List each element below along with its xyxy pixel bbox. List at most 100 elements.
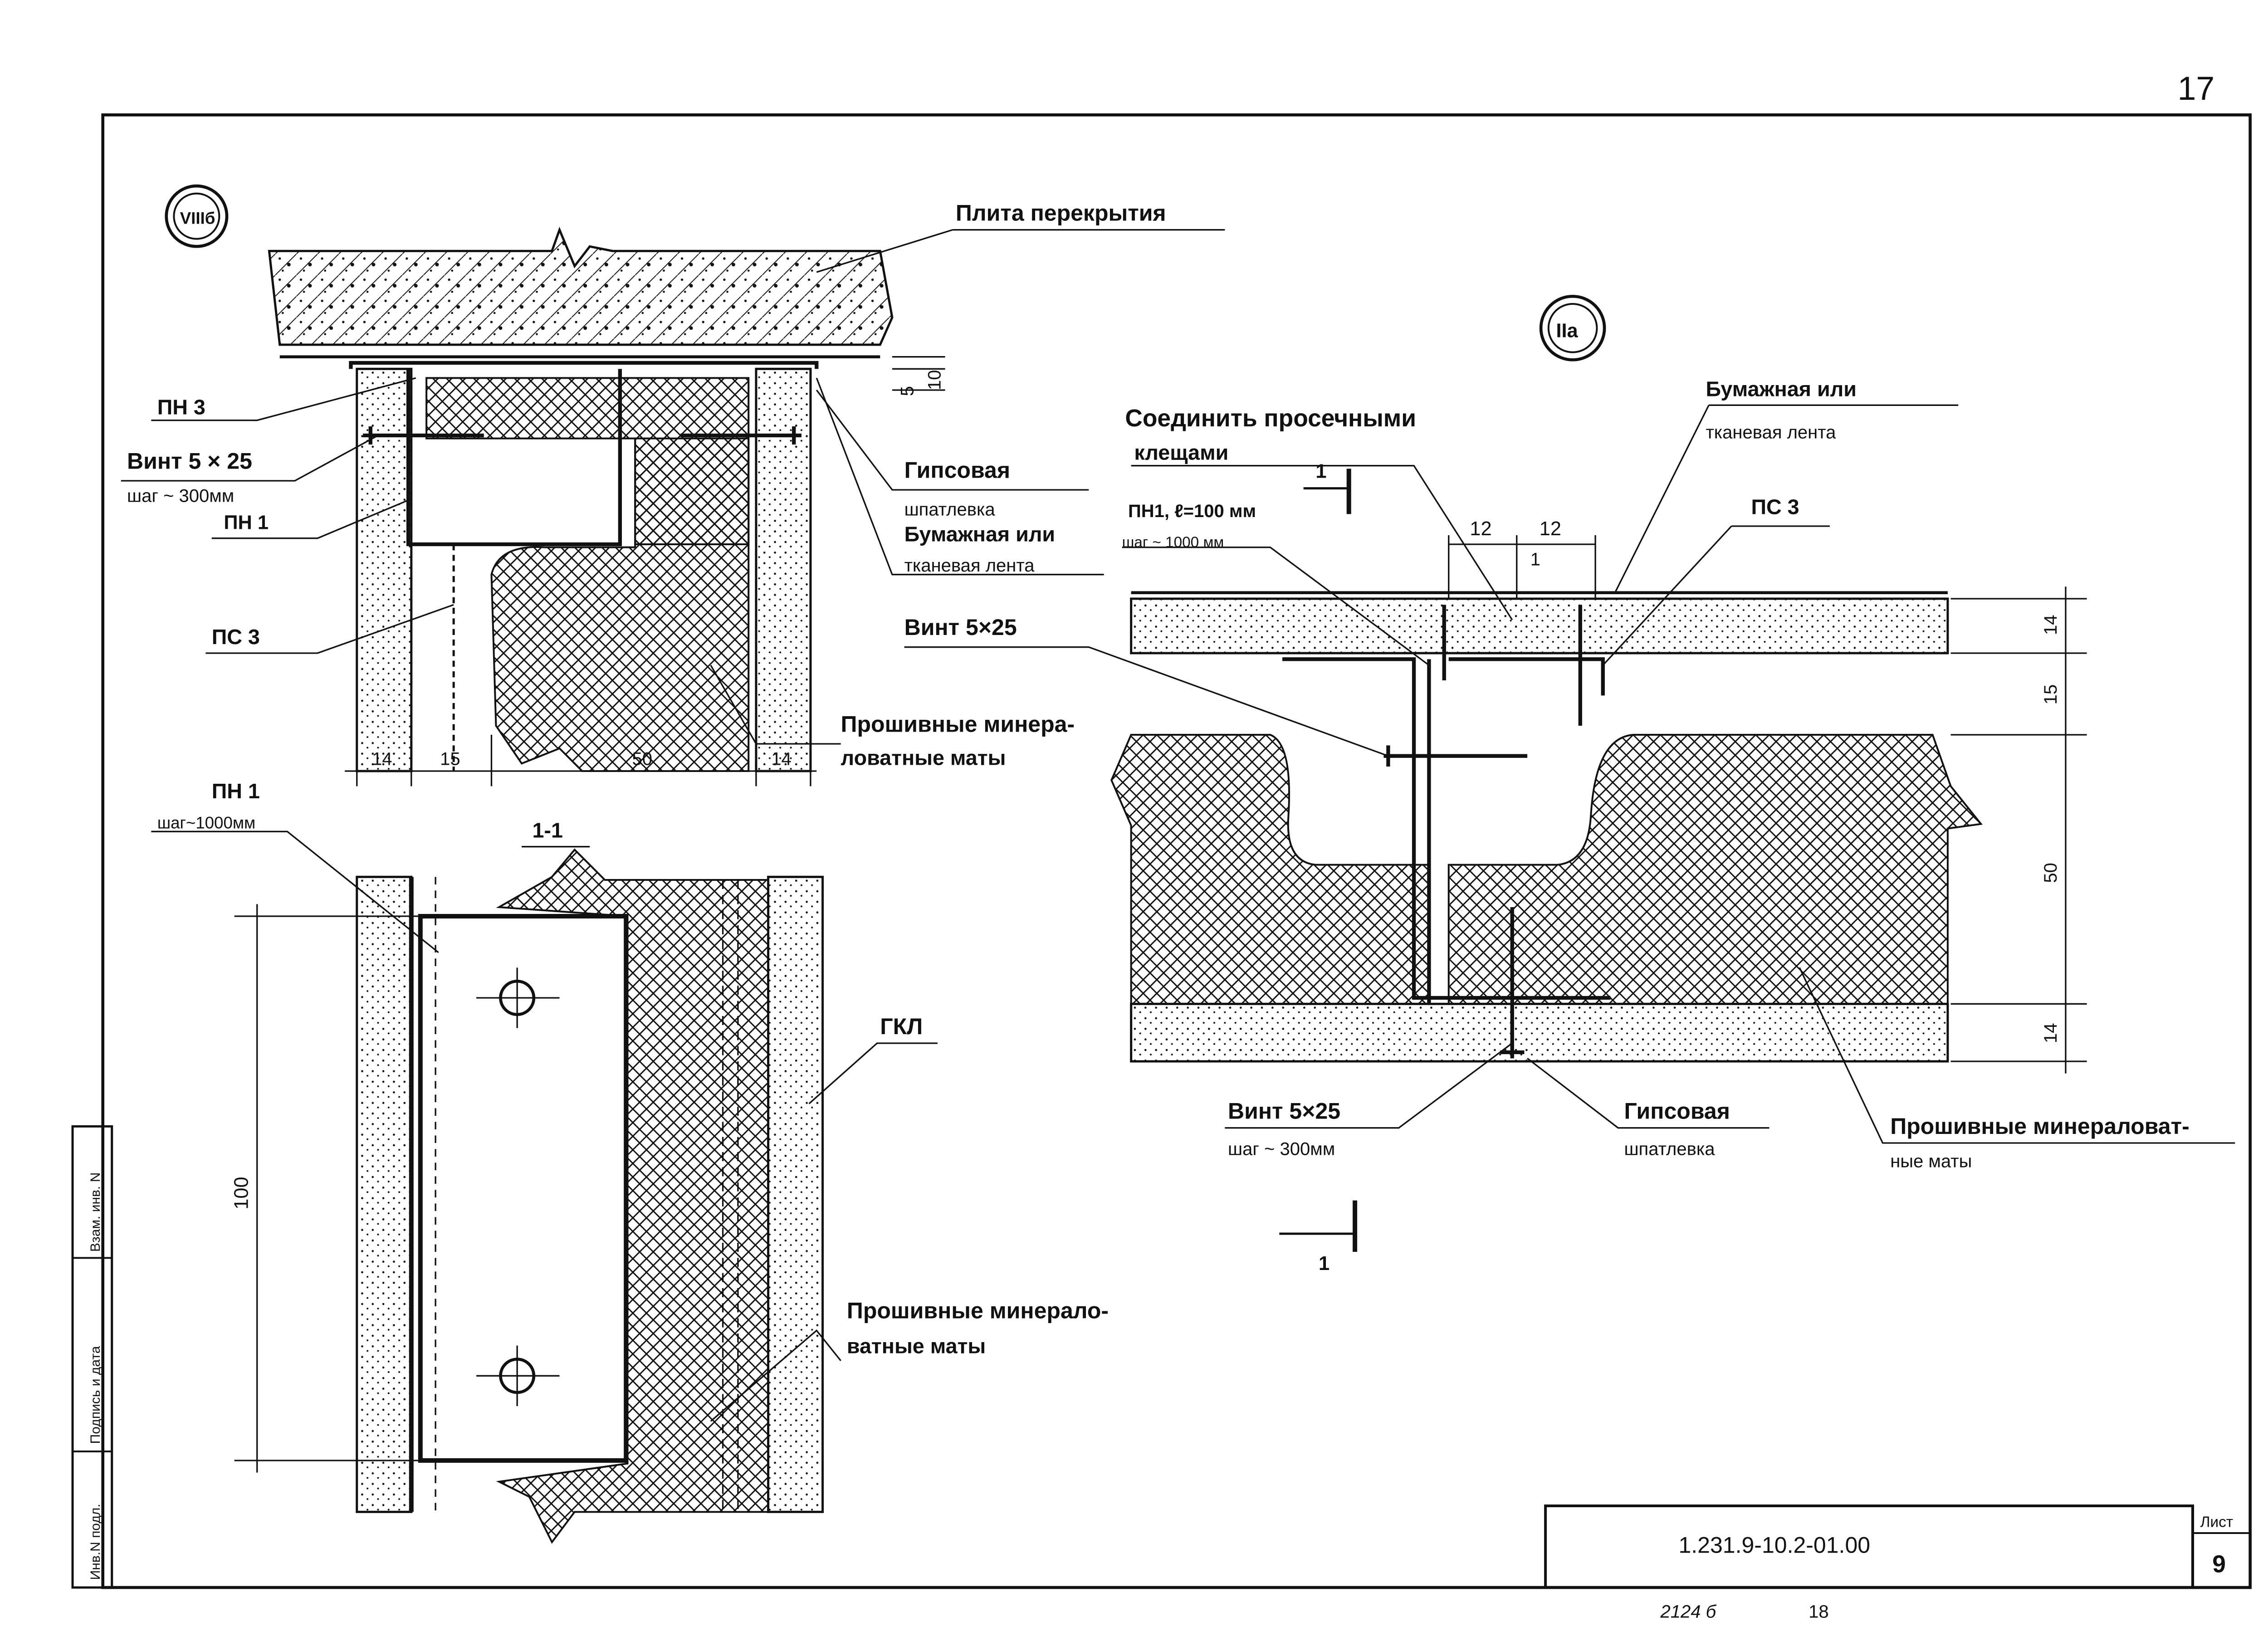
label-pn1-2: шаг~1000мм xyxy=(157,814,256,832)
dim-bottom-2: 50 xyxy=(632,749,653,769)
stamp-number: 2124 б xyxy=(1660,1602,1716,1622)
label-screw-1: Винт 5 × 25 xyxy=(127,448,252,474)
mineral-wool-right xyxy=(1447,734,1983,1005)
leader-screw-bottom xyxy=(1225,1042,1513,1129)
stamp-cell-replace: Взам. инв. N xyxy=(88,1172,103,1252)
document-code: 1.231.9-10.2-01.00 xyxy=(1678,1532,1870,1558)
label-ps3-ii: ПС 3 xyxy=(1751,495,1799,518)
dim-top-0: 12 xyxy=(1470,518,1491,540)
dimension-right: 14 15 50 14 xyxy=(1950,586,2087,1074)
dim-10: 10 xyxy=(925,370,945,390)
label-pn1: ПН 1 xyxy=(224,512,269,534)
label-mats-2: ловатные маты xyxy=(841,746,1006,770)
dim-top-1: 12 xyxy=(1540,518,1561,540)
screw-left xyxy=(363,426,484,444)
dim-1: 1 xyxy=(1530,550,1540,570)
label-pn1-1: ПН 1 xyxy=(212,779,260,803)
gkl-left-section xyxy=(356,875,413,1513)
sheet-frame xyxy=(101,113,2252,1589)
dimension-group-top: 5 10 xyxy=(892,356,945,396)
leader-join xyxy=(1131,465,1513,620)
gkl-bottom-layer xyxy=(1130,1002,1949,1063)
dim-bottom-1: 15 xyxy=(440,749,460,769)
detail-viii-b: VIIIб 5 10 xyxy=(121,184,1225,786)
label-mats-ii-1: Прошивные минераловат- xyxy=(1890,1114,2190,1139)
label-tape-ii-2: тканевая лента xyxy=(1706,423,1836,443)
section-mark: 1-1 xyxy=(532,819,562,842)
page-number: 17 xyxy=(2178,70,2215,107)
detail-marker-viii-b: VIIIб xyxy=(165,184,229,248)
leader-tape xyxy=(816,377,1104,576)
leader-ps3 xyxy=(205,604,454,654)
label-gyps-ii-2: шпатлевка xyxy=(1624,1139,1715,1159)
label-gyps-ii-1: Гипсовая xyxy=(1624,1099,1730,1124)
dimension-top: 12 12 1 xyxy=(1448,518,1596,599)
svg-text:1: 1 xyxy=(1319,1253,1330,1275)
svg-text:VIIIб: VIIIб xyxy=(180,209,215,227)
dimension-100: 100 xyxy=(231,904,439,1473)
dim-right-2: 50 xyxy=(2041,863,2061,883)
mineral-wool-section xyxy=(496,848,769,1544)
leader-mats-section xyxy=(710,1329,841,1422)
label-gyps-2: шпатлевка xyxy=(904,500,996,520)
label-pn3: ПН 3 xyxy=(157,395,205,419)
dim-100: 100 xyxy=(231,1177,253,1209)
detail-marker-ii-a: IIа xyxy=(1539,295,1606,361)
label-mats-1: Прошивные минера- xyxy=(841,711,1075,737)
dim-5: 5 xyxy=(898,386,918,396)
sheet-label: Лист xyxy=(2200,1514,2233,1531)
leader-gyps xyxy=(816,389,1089,491)
profile-pn1-bracket xyxy=(418,914,629,1463)
dim-right-0: 14 xyxy=(2041,615,2061,635)
label-tape-2: тканевая лента xyxy=(904,556,1035,576)
side-stamp: Инв.N подл. Подпись и дата Взам. инв. N xyxy=(71,1125,113,1589)
leader-screw xyxy=(121,435,379,482)
detail-ii-a: IIа 14 15 50 14 12 xyxy=(904,295,2235,1275)
label-mats-ii-2: ные маты xyxy=(1890,1151,1972,1171)
label-join-1: Соединить просечными xyxy=(1125,405,1416,432)
label-pn1-ii-2: шаг ~ 1000 мм xyxy=(1122,534,1224,551)
label-screw-ii-1: Винт 5×25 xyxy=(1228,1099,1340,1124)
screw-bottom xyxy=(1500,907,1525,1059)
floor-slab xyxy=(268,226,894,346)
profile-pn3 xyxy=(349,361,819,547)
label-slab: Плита перекрытия xyxy=(956,200,1166,226)
svg-text:IIа: IIа xyxy=(1556,320,1578,342)
label-gyps-1: Гипсовая xyxy=(904,457,1010,483)
label-screw-2: шаг ~ 300мм xyxy=(127,486,234,506)
label-gkl: ГКЛ xyxy=(880,1014,923,1039)
label-mats-section-2: ватные маты xyxy=(847,1334,986,1358)
leader-gyps-ii xyxy=(1527,1058,1769,1129)
section-cut-top: 1 xyxy=(1303,460,1351,514)
leader-mats-ii xyxy=(1799,967,2235,1144)
screw-right xyxy=(680,426,802,444)
dim-bottom-0: 14 xyxy=(372,749,392,769)
stamp-cell-sign: Подпись и дата xyxy=(88,1346,103,1444)
gkl-top-layer xyxy=(1130,597,1949,655)
label-pn1-ii-1: ПН1, ℓ=100 мм xyxy=(1128,501,1256,521)
title-block: 1.231.9-10.2-01.00 Лист 9 xyxy=(1544,1504,2250,1589)
label-ps3: ПС 3 xyxy=(212,625,260,649)
bolt-hole-top xyxy=(476,967,560,1028)
leader-pn1-section xyxy=(151,830,439,953)
dim-right-1: 15 xyxy=(2041,684,2061,704)
leader-pn1-ii xyxy=(1122,547,1430,666)
detail-section-1-1: 100 ПН 1 шаг~1000мм 1-1 ГКЛ Прошивные ми… xyxy=(151,779,1109,1544)
dim-right-3: 14 xyxy=(2041,1023,2061,1043)
leader-tape-ii xyxy=(1614,404,1959,593)
bolt-hole-bottom xyxy=(476,1345,560,1406)
label-mats-section-1: Прошивные минерало- xyxy=(847,1298,1109,1324)
mineral-wool-left xyxy=(1110,734,1430,1005)
label-tape-ii-1: Бумажная или xyxy=(1706,377,1857,401)
gkl-right xyxy=(755,367,812,772)
dim-bottom-3: 14 xyxy=(771,749,792,769)
leader-gkl xyxy=(808,1042,938,1104)
leader-slab xyxy=(816,229,1225,273)
leader-mats xyxy=(710,664,841,745)
section-cut-bottom: 1 xyxy=(1279,1200,1358,1275)
leader-pn1 xyxy=(211,498,412,539)
screw-horizontal xyxy=(1383,745,1528,767)
gkl-left xyxy=(356,367,413,772)
footer-number: 18 xyxy=(1809,1602,1829,1622)
